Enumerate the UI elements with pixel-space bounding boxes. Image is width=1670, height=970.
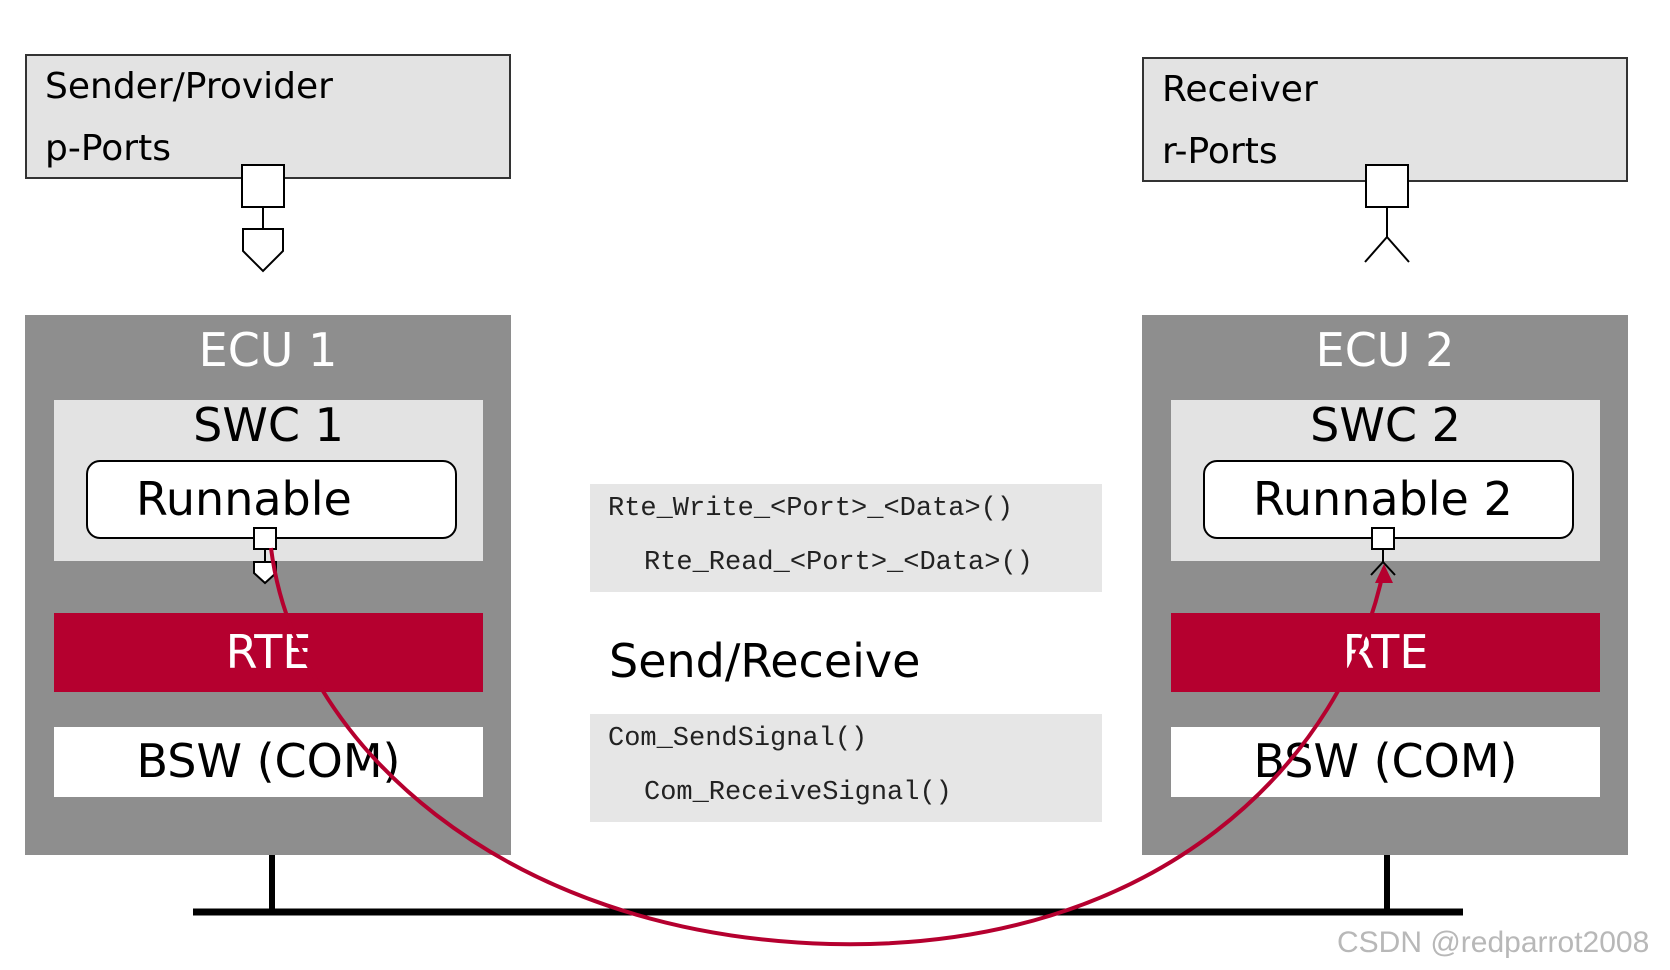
sender-provider-title: Sender/Provider xyxy=(45,66,333,107)
ecu-2-title: ECU 2 xyxy=(1315,323,1455,377)
runnable-2-port-icon xyxy=(1370,527,1396,576)
r-ports-label: r-Ports xyxy=(1162,131,1278,172)
ecu-1: ECU 1 SWC 1 Runnable RTE BSW (COM) xyxy=(25,315,511,855)
receiver-port-icon xyxy=(1364,164,1410,263)
receiver-title: Receiver xyxy=(1162,69,1318,110)
rte-1: RTE xyxy=(54,613,483,692)
bsw-com-1-label: BSW (COM) xyxy=(136,734,401,788)
com-receive-api: Com_ReceiveSignal() xyxy=(644,778,952,808)
send-receive-title: Send/Receive xyxy=(609,634,921,688)
com-api-box: Com_SendSignal() Com_ReceiveSignal() xyxy=(590,714,1102,822)
sender-provider-box: Sender/Provider p-Ports xyxy=(25,54,511,179)
ecu-1-title: ECU 1 xyxy=(198,323,338,377)
bsw-com-2: BSW (COM) xyxy=(1171,727,1600,797)
watermark: CSDN @redparrot2008 xyxy=(1337,926,1650,959)
swc-1-title: SWC 1 xyxy=(193,398,344,452)
sender-port-icon xyxy=(241,164,285,273)
runnable-2-label: Runnable 2 xyxy=(1253,472,1513,526)
runnable-1-label: Runnable xyxy=(136,472,352,526)
bsw-com-1: BSW (COM) xyxy=(54,727,483,797)
data-flow-curve xyxy=(269,547,1386,947)
rte-api-box: Rte_Write_<Port>_<Data>() Rte_Read_<Port… xyxy=(590,484,1102,592)
swc-2-title: SWC 2 xyxy=(1310,398,1461,452)
com-send-api: Com_SendSignal() xyxy=(608,724,868,754)
rte-2: RTE xyxy=(1171,613,1600,692)
rte-write-api: Rte_Write_<Port>_<Data>() xyxy=(608,494,1014,524)
data-flow-arrowhead xyxy=(1375,564,1393,583)
runnable-2: Runnable 2 xyxy=(1203,460,1574,539)
rte-1-label: RTE xyxy=(225,625,312,679)
bsw-com-2-label: BSW (COM) xyxy=(1253,734,1518,788)
receiver-box: Receiver r-Ports xyxy=(1142,57,1628,182)
p-ports-label: p-Ports xyxy=(45,128,171,169)
rte-read-api: Rte_Read_<Port>_<Data>() xyxy=(644,548,1033,578)
